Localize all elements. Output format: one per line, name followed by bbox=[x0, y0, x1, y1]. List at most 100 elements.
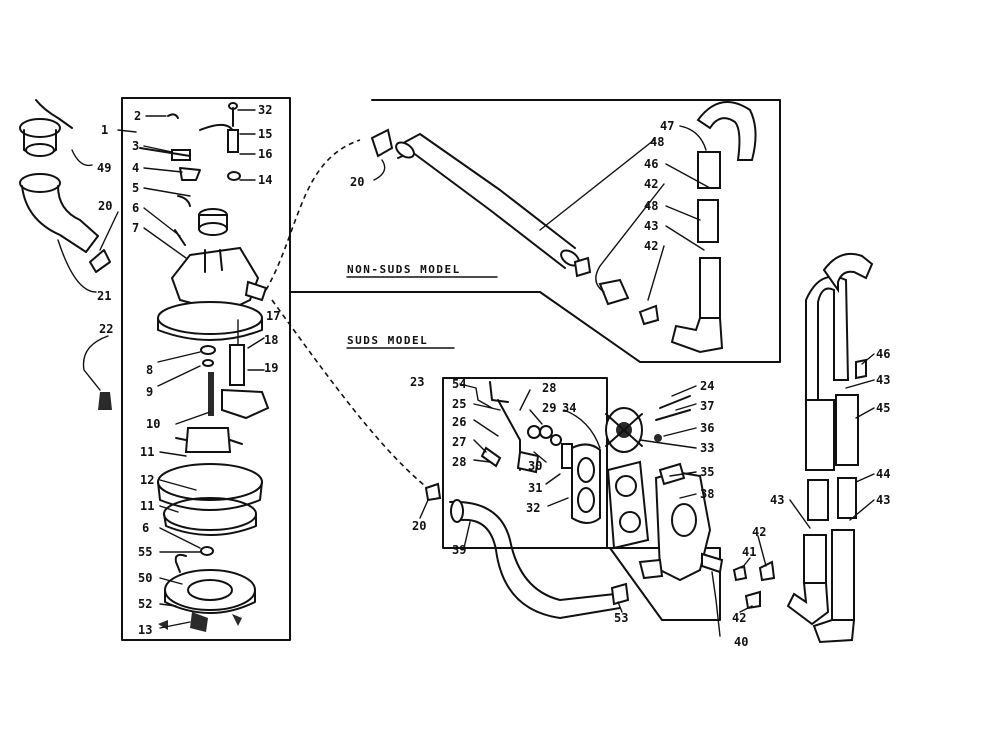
callout-20-left: 20 bbox=[98, 199, 112, 213]
seal-assembly-8-9 bbox=[200, 345, 216, 367]
callout-30: 30 bbox=[528, 459, 542, 473]
callout-42-suds-upper: 42 bbox=[752, 525, 766, 539]
pump-body bbox=[139, 102, 268, 341]
callout-43: 43 bbox=[644, 219, 658, 233]
callout-21: 21 bbox=[97, 289, 111, 303]
callout-6-lower: 6 bbox=[142, 521, 149, 535]
elbow-hose-21 bbox=[19, 173, 99, 253]
callout-36: 36 bbox=[700, 421, 714, 435]
callout-32-suds: 32 bbox=[526, 501, 540, 515]
callout-43-left: 43 bbox=[770, 493, 784, 507]
screw-22 bbox=[98, 392, 112, 410]
callout-33: 33 bbox=[700, 441, 714, 455]
callout-49: 49 bbox=[97, 161, 111, 175]
suds-clamps-40-41-42 bbox=[732, 560, 776, 610]
non-suds-clamp-20 bbox=[370, 128, 394, 158]
callout-6: 6 bbox=[132, 201, 139, 215]
pump-base-50-52 bbox=[158, 546, 256, 632]
callout-54: 54 bbox=[452, 377, 466, 391]
dashed-connector-lines bbox=[265, 139, 431, 491]
callout-17: 17 bbox=[266, 309, 280, 323]
suds-gooseneck-right bbox=[812, 252, 874, 644]
callout-43-right-lower: 43 bbox=[876, 493, 890, 507]
shaft-10 bbox=[175, 372, 243, 453]
non-suds-model-label: NON-SUDS MODEL bbox=[346, 263, 498, 278]
callout-53: 53 bbox=[614, 611, 628, 625]
suds-valve-parts bbox=[480, 381, 573, 474]
callout-29: 29 bbox=[542, 401, 556, 415]
callout-11-lower: 11 bbox=[140, 499, 154, 513]
non-suds-drain-hose-48 bbox=[395, 133, 580, 269]
callout-46: 46 bbox=[644, 157, 658, 171]
callout-20-nonsuds: 20 bbox=[350, 175, 364, 189]
callout-10: 10 bbox=[146, 417, 160, 431]
outlet-fitting-49 bbox=[19, 99, 73, 157]
callout-40: 40 bbox=[734, 635, 748, 649]
callout-41: 41 bbox=[742, 545, 756, 559]
callout-35: 35 bbox=[700, 465, 714, 479]
callout-16: 16 bbox=[258, 147, 272, 161]
callout-19: 19 bbox=[264, 361, 278, 375]
callout-42-upper: 42 bbox=[644, 177, 658, 191]
callout-23: 23 bbox=[410, 375, 424, 389]
callout-34: 34 bbox=[562, 401, 576, 415]
callout-47: 47 bbox=[660, 119, 674, 133]
callout-42-suds-lower: 42 bbox=[732, 611, 746, 625]
non-suds-frame bbox=[289, 99, 781, 363]
callout-28-left: 28 bbox=[452, 455, 466, 469]
suds-hose-39 bbox=[449, 499, 630, 619]
callout-28: 28 bbox=[542, 381, 556, 395]
callout-24: 24 bbox=[700, 379, 714, 393]
callout-11-upper: 11 bbox=[140, 445, 154, 459]
callout-44: 44 bbox=[876, 467, 890, 481]
callout-37: 37 bbox=[700, 399, 714, 413]
callout-45: 45 bbox=[876, 401, 890, 415]
callout-42-lower: 42 bbox=[644, 239, 658, 253]
callout-1: 1 bbox=[101, 123, 108, 137]
callout-15: 15 bbox=[258, 127, 272, 141]
callout-26: 26 bbox=[452, 415, 466, 429]
callout-3: 3 bbox=[132, 139, 139, 153]
callout-38: 38 bbox=[700, 487, 714, 501]
suds-gooseneck-left bbox=[786, 275, 850, 626]
suds-pump-body-38 bbox=[638, 462, 724, 582]
callout-20-suds: 20 bbox=[412, 519, 426, 533]
callout-5: 5 bbox=[132, 181, 139, 195]
suds-clamp-20 bbox=[424, 482, 442, 502]
leader-lines bbox=[57, 109, 875, 637]
clamp-20-left bbox=[89, 249, 111, 273]
callout-8: 8 bbox=[146, 363, 153, 377]
callout-27: 27 bbox=[452, 435, 466, 449]
callout-52: 52 bbox=[138, 597, 152, 611]
pump-assembly-frame bbox=[121, 97, 291, 641]
suds-model-label: SUDS MODEL bbox=[346, 334, 455, 349]
callout-labels: 1 2 3 4 5 6 7 32 15 16 14 49 20 21 22 17… bbox=[97, 103, 890, 649]
callout-46-right: 46 bbox=[876, 347, 890, 361]
gear-33 bbox=[605, 407, 643, 453]
svg-text:SUDS MODEL: SUDS MODEL bbox=[347, 334, 428, 347]
callout-9: 9 bbox=[146, 385, 153, 399]
callout-7: 7 bbox=[132, 221, 139, 235]
impeller-housing-11-12 bbox=[157, 463, 263, 536]
pump-parts-18-19 bbox=[221, 319, 270, 420]
callout-14: 14 bbox=[258, 173, 272, 187]
callout-43-right-upper: 43 bbox=[876, 373, 890, 387]
callout-18: 18 bbox=[264, 333, 278, 347]
svg-text:NON-SUDS MODEL: NON-SUDS MODEL bbox=[347, 263, 461, 276]
non-suds-gooseneck-47 bbox=[670, 101, 757, 354]
callout-4: 4 bbox=[132, 161, 139, 175]
callout-13: 13 bbox=[138, 623, 152, 637]
gasket-34 bbox=[571, 443, 601, 524]
callout-22: 22 bbox=[99, 322, 113, 336]
callout-12: 12 bbox=[140, 473, 154, 487]
callout-32: 32 bbox=[258, 103, 272, 117]
screws-24-37-36 bbox=[654, 395, 691, 442]
callout-25: 25 bbox=[452, 397, 466, 411]
callout-39: 39 bbox=[452, 543, 466, 557]
callout-31: 31 bbox=[528, 481, 542, 495]
callout-48-lower: 48 bbox=[644, 199, 658, 213]
non-suds-coupling-42-48 bbox=[573, 256, 660, 326]
callout-55: 55 bbox=[138, 545, 152, 559]
callout-50: 50 bbox=[138, 571, 152, 585]
